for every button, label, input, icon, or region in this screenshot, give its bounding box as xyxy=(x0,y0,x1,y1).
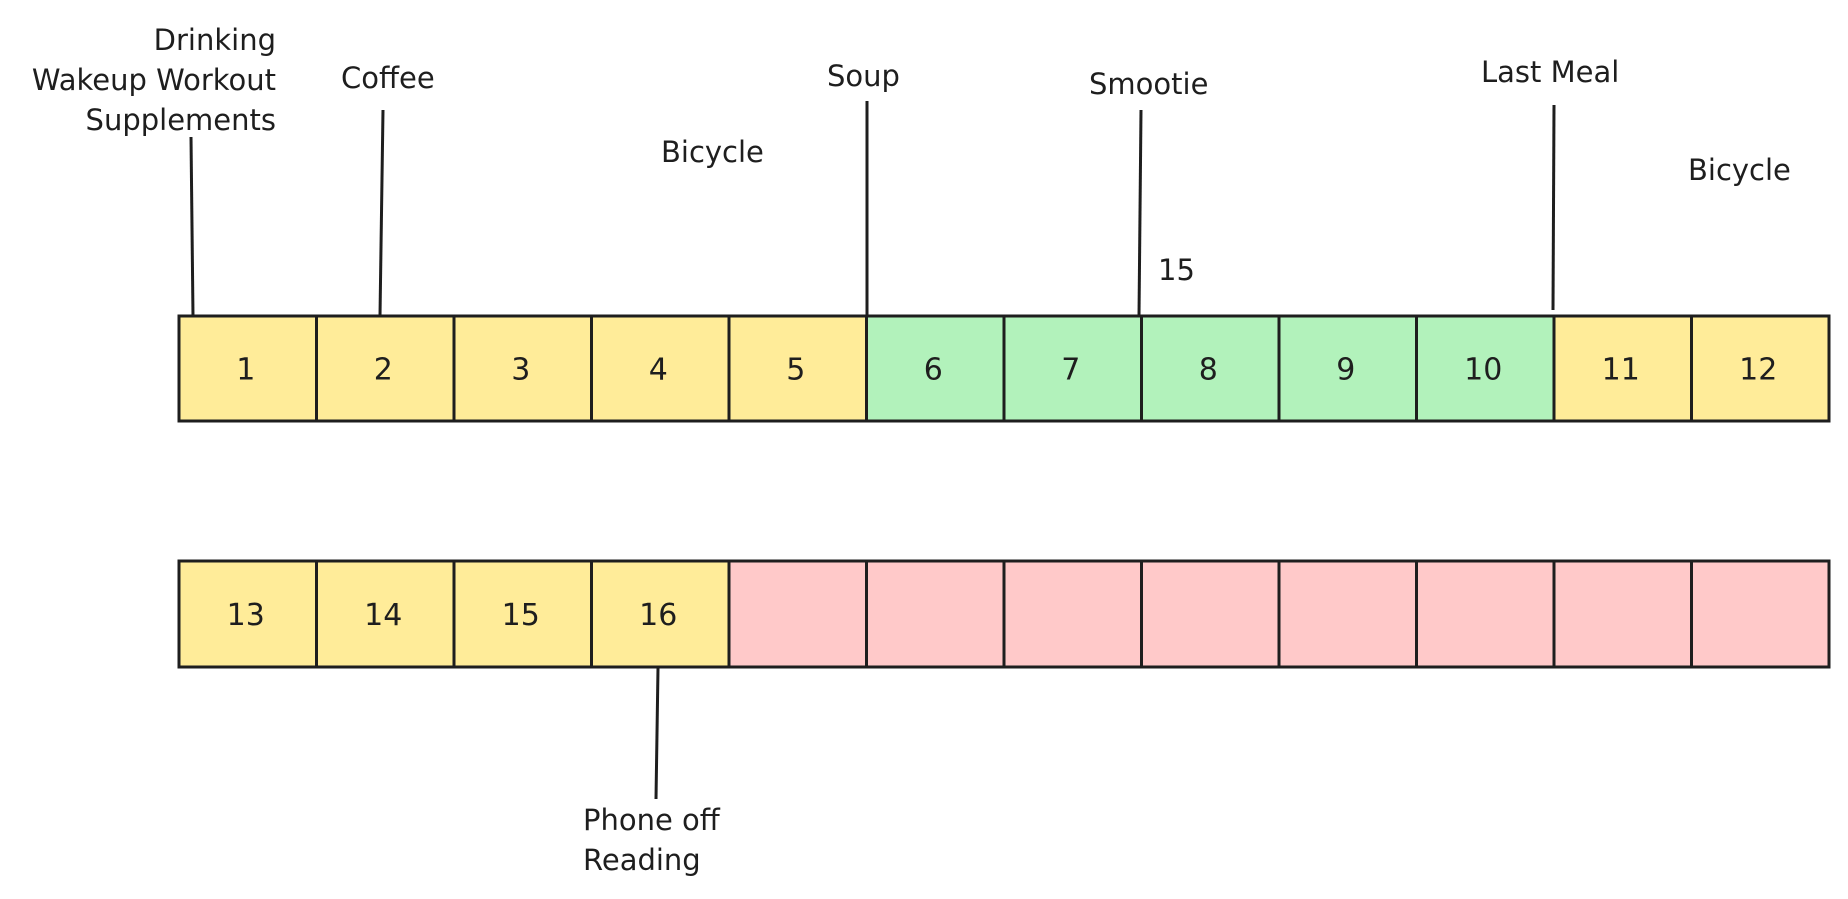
hour-box-7 xyxy=(1002,314,1143,423)
hour-box-empty xyxy=(1002,559,1143,669)
hour-box-14 xyxy=(315,559,456,669)
hour-label-10: 10 xyxy=(1464,353,1502,388)
hour-label-1: 1 xyxy=(236,353,255,388)
hour-label-16: 16 xyxy=(639,598,677,633)
connector-coffee xyxy=(378,109,385,317)
hour-label-4: 4 xyxy=(649,353,668,388)
hour-box-empty xyxy=(1277,559,1418,669)
hour-label-6: 6 xyxy=(924,353,943,388)
hour-label-14: 14 xyxy=(364,598,402,633)
hour-box-8 xyxy=(1140,314,1281,423)
hour-box-9 xyxy=(1277,314,1418,423)
annotation-last-meal: Last Meal xyxy=(1481,55,1620,89)
connector-phone-off xyxy=(654,667,660,800)
hour-label-7: 7 xyxy=(1061,353,1080,388)
hour-box-12 xyxy=(1690,314,1831,423)
hour-box-1 xyxy=(177,314,318,423)
hour-box-2 xyxy=(315,314,456,423)
hour-box-5 xyxy=(727,314,868,423)
hour-box-13 xyxy=(177,559,318,669)
hour-label-9: 9 xyxy=(1336,353,1355,388)
hour-box-empty xyxy=(1690,559,1831,669)
hour-label-12: 12 xyxy=(1739,353,1777,388)
annotation-smootie: Smootie xyxy=(1089,67,1209,101)
hour-row-bottom: 13 14 15 16 xyxy=(177,559,1831,669)
hour-box-16 xyxy=(590,559,731,669)
hour-box-empty xyxy=(1415,559,1556,669)
hour-box-empty xyxy=(1140,559,1281,669)
hour-label-8: 8 xyxy=(1199,353,1218,388)
annotation-bicycle-morning: Bicycle xyxy=(661,135,764,169)
connector-wakeup xyxy=(189,136,195,317)
hour-label-5: 5 xyxy=(786,353,805,388)
annotation-fifteen: 15 xyxy=(1158,253,1195,287)
hour-box-10 xyxy=(1415,314,1556,423)
annotation-phone-off: Phone off Reading xyxy=(583,803,720,877)
hour-label-2: 2 xyxy=(374,353,393,388)
hour-label-11: 11 xyxy=(1602,353,1640,388)
hour-label-13: 13 xyxy=(227,598,265,633)
annotation-soup: Soup xyxy=(827,59,900,93)
hour-box-empty xyxy=(727,559,868,669)
hour-label-3: 3 xyxy=(511,353,530,388)
hour-box-empty xyxy=(1552,559,1693,669)
annotation-connectors xyxy=(189,101,1556,800)
connector-last-meal xyxy=(1551,104,1556,311)
hour-box-3 xyxy=(452,314,593,423)
hour-box-6 xyxy=(865,314,1006,423)
annotation-coffee: Coffee xyxy=(341,61,435,95)
annotation-wakeup: Drinking Wakeup Workout Supplements xyxy=(31,23,276,137)
hour-box-empty xyxy=(865,559,1006,669)
connector-smootie xyxy=(1137,109,1143,317)
annotation-bicycle-evening: Bicycle xyxy=(1688,153,1791,187)
hour-label-15: 15 xyxy=(502,598,540,633)
